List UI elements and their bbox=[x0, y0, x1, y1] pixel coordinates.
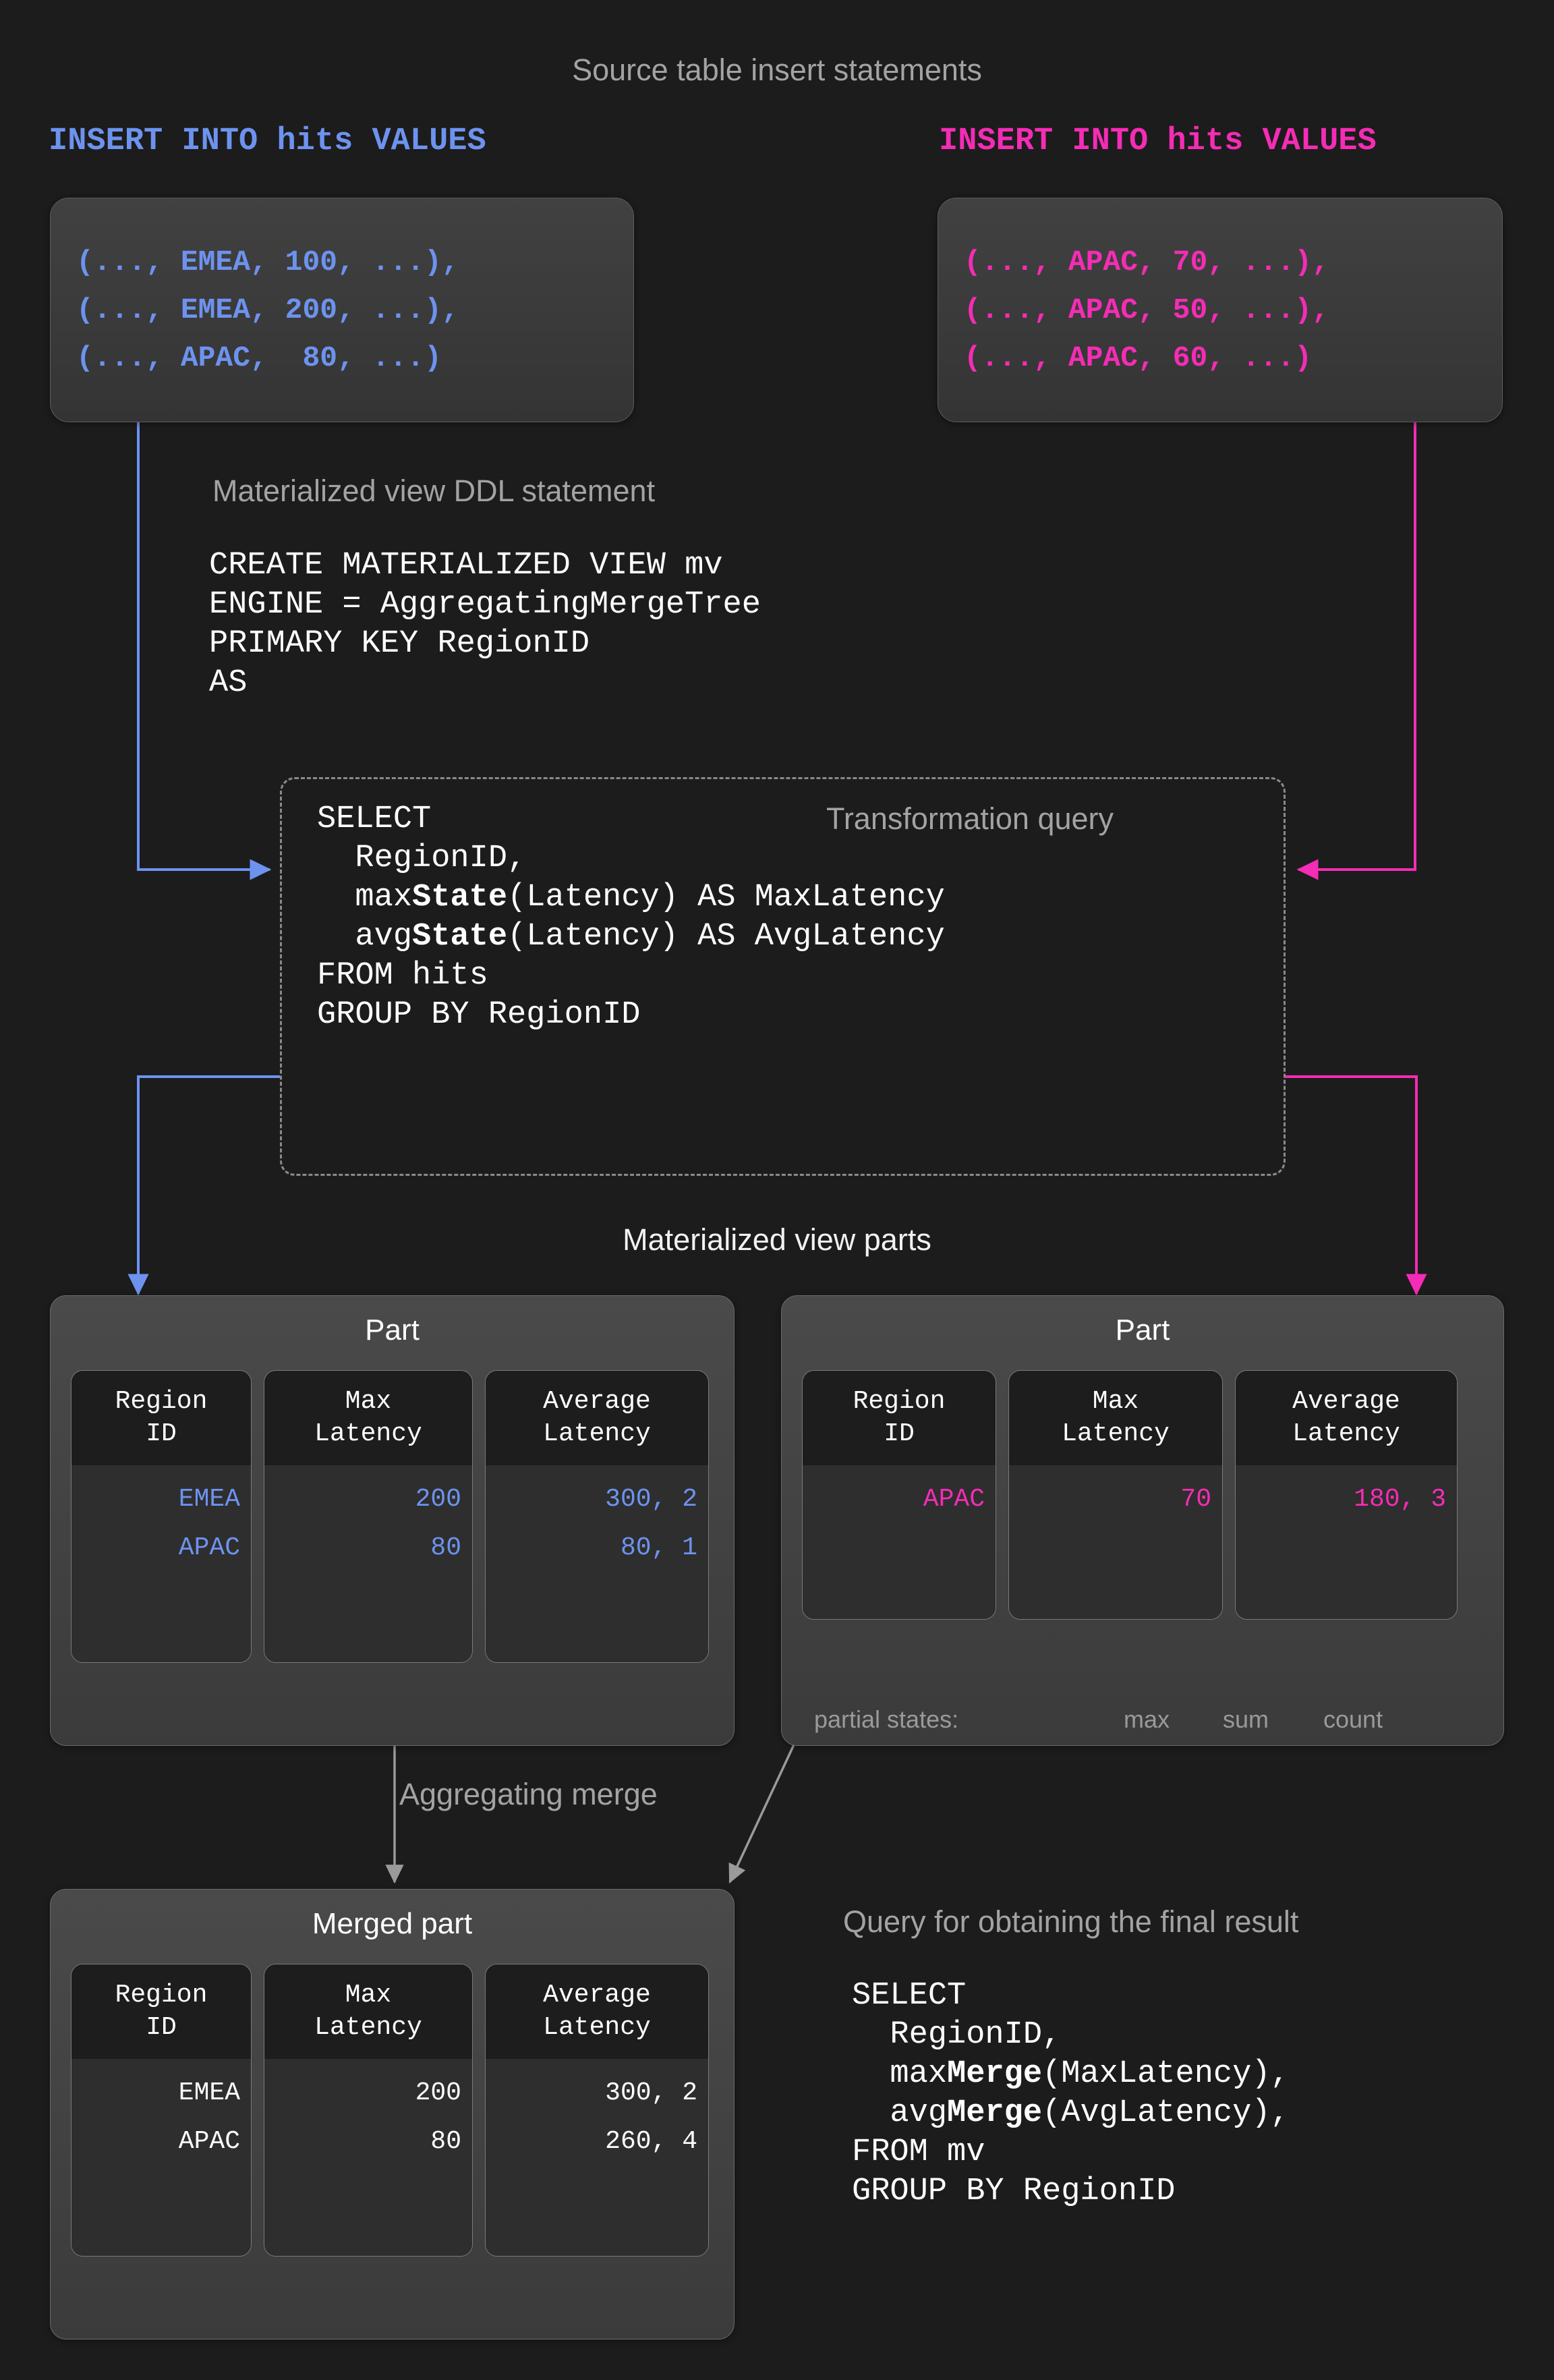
insert-left-card: (..., EMEA, 100, ...), (..., EMEA, 200, … bbox=[50, 198, 634, 422]
final-query-line: avgMerge(AvgLatency), bbox=[852, 2095, 1290, 2131]
query-line: SELECT bbox=[317, 801, 432, 837]
column-body: EMEA APAC bbox=[71, 2059, 251, 2256]
query-line: maxState(Latency) AS MaxLatency bbox=[317, 880, 945, 915]
insert-left-row: (..., EMEA, 200, ...), bbox=[76, 293, 459, 327]
final-query-text: SELECT RegionID, maxMerge(MaxLatency), a… bbox=[852, 1977, 1290, 2211]
merged-part-title: Merged part bbox=[312, 1907, 473, 1940]
column-body: 300, 2 260, 4 bbox=[486, 2059, 708, 2256]
column-header: Max Latency bbox=[264, 1371, 472, 1465]
ddl-block: CREATE MATERIALIZED VIEW mv ENGINE = Agg… bbox=[209, 546, 761, 703]
cell: 80 bbox=[430, 2127, 461, 2156]
cell: 200 bbox=[415, 1485, 461, 1514]
column-header: Max Latency bbox=[1009, 1371, 1222, 1465]
final-query-title: Query for obtaining the final result bbox=[843, 1904, 1299, 1939]
cell: 80, 1 bbox=[620, 1533, 697, 1562]
column-header: Average Latency bbox=[486, 1964, 708, 2059]
part-left-card: Part Region ID EMEA APAC Max Latency 200… bbox=[50, 1295, 735, 1746]
column-header: Region ID bbox=[71, 1371, 251, 1465]
final-query-line: SELECT bbox=[852, 1978, 967, 2014]
column-body: 180, 3 bbox=[1236, 1465, 1457, 1619]
ddl-title: Materialized view DDL statement bbox=[212, 474, 656, 508]
query-line: RegionID, bbox=[317, 841, 527, 876]
insert-right-row: (..., APAC, 60, ...) bbox=[964, 341, 1313, 374]
part-right-card: Part Region ID APAC Max Latency 70 Avera… bbox=[781, 1295, 1504, 1746]
insert-right-header: INSERT INTO hits VALUES bbox=[939, 123, 1377, 159]
final-query-line: maxMerge(MaxLatency), bbox=[852, 2056, 1290, 2092]
column-body: 200 80 bbox=[264, 2059, 472, 2256]
query-line: GROUP BY RegionID bbox=[317, 997, 641, 1033]
query-line: FROM hits bbox=[317, 958, 488, 994]
column-body: APAC bbox=[803, 1465, 996, 1619]
partial-states-count: count bbox=[1323, 1705, 1383, 1733]
ddl-line: ENGINE = AggregatingMergeTree bbox=[209, 587, 761, 623]
partial-states-max: max bbox=[1124, 1705, 1170, 1733]
cell: 70 bbox=[1180, 1485, 1211, 1514]
connector-query-to-part-right bbox=[1286, 1075, 1427, 1296]
column-header: Region ID bbox=[71, 1964, 251, 2059]
column-header: Max Latency bbox=[264, 1964, 472, 2059]
cell: 260, 4 bbox=[605, 2127, 697, 2156]
cell: 200 bbox=[415, 2078, 461, 2107]
cell: 300, 2 bbox=[605, 2078, 697, 2107]
ddl-line: PRIMARY KEY RegionID bbox=[209, 626, 590, 662]
cell: 180, 3 bbox=[1354, 1485, 1446, 1514]
partial-states-sum: sum bbox=[1223, 1705, 1269, 1733]
source-table-title: Source table insert statements bbox=[572, 53, 982, 87]
ddl-line: CREATE MATERIALIZED VIEW mv bbox=[209, 548, 723, 584]
connector-merge-right bbox=[728, 1740, 797, 1883]
cell: 300, 2 bbox=[605, 1485, 697, 1514]
final-query-line: GROUP BY RegionID bbox=[852, 2174, 1176, 2209]
column-header: Average Latency bbox=[486, 1371, 708, 1465]
cell: EMEA bbox=[178, 1485, 240, 1514]
insert-left-row: (..., APAC, 80, ...) bbox=[76, 341, 442, 374]
ddl-line: AS bbox=[209, 665, 248, 701]
column-average-latency: Average Latency 180, 3 bbox=[1235, 1370, 1458, 1620]
cell: APAC bbox=[178, 1533, 240, 1562]
column-region-id: Region ID APAC bbox=[802, 1370, 996, 1620]
final-query-line: RegionID, bbox=[852, 2017, 1062, 2053]
aggregating-merge-label: Aggregating merge bbox=[399, 1777, 658, 1811]
connector-query-to-part-left bbox=[127, 1075, 280, 1296]
column-header: Average Latency bbox=[1236, 1371, 1457, 1465]
insert-left-header: INSERT INTO hits VALUES bbox=[49, 123, 486, 159]
column-average-latency: Average Latency 300, 2 80, 1 bbox=[485, 1370, 709, 1663]
column-max-latency: Max Latency 200 80 bbox=[264, 1964, 473, 2257]
column-header: Region ID bbox=[803, 1371, 996, 1465]
insert-right-card: (..., APAC, 70, ...), (..., APAC, 50, ..… bbox=[938, 198, 1503, 422]
cell: APAC bbox=[178, 2127, 240, 2156]
column-max-latency: Max Latency 70 bbox=[1008, 1370, 1223, 1620]
transformation-query-box bbox=[280, 777, 1286, 1176]
column-body: 70 bbox=[1009, 1465, 1222, 1619]
insert-right-row: (..., APAC, 70, ...), bbox=[964, 246, 1329, 279]
column-body: 200 80 bbox=[264, 1465, 472, 1662]
query-line: avgState(Latency) AS AvgLatency bbox=[317, 919, 945, 955]
connector-insert-right-to-query bbox=[1296, 422, 1416, 880]
column-max-latency: Max Latency 200 80 bbox=[264, 1370, 473, 1663]
column-region-id: Region ID EMEA APAC bbox=[71, 1964, 252, 2257]
transformation-query-text: SELECT RegionID, maxState(Latency) AS Ma… bbox=[317, 800, 945, 1035]
insert-left-row: (..., EMEA, 100, ...), bbox=[76, 246, 459, 279]
column-body: 300, 2 80, 1 bbox=[486, 1465, 708, 1662]
part-right-title: Part bbox=[1115, 1313, 1170, 1347]
transformation-query-title: Transformation query bbox=[826, 801, 1114, 836]
cell: 80 bbox=[430, 1533, 461, 1562]
column-average-latency: Average Latency 300, 2 260, 4 bbox=[485, 1964, 709, 2257]
insert-right-row: (..., APAC, 50, ...), bbox=[964, 293, 1329, 327]
partial-states-label: partial states: bbox=[814, 1705, 959, 1733]
column-region-id: Region ID EMEA APAC bbox=[71, 1370, 252, 1663]
merged-part-card: Merged part Region ID EMEA APAC Max Late… bbox=[50, 1889, 735, 2340]
cell: APAC bbox=[923, 1485, 985, 1514]
mv-parts-title: Materialized view parts bbox=[623, 1222, 931, 1257]
final-query-line: FROM mv bbox=[852, 2134, 985, 2170]
part-left-title: Part bbox=[365, 1313, 420, 1347]
cell: EMEA bbox=[178, 2078, 240, 2107]
column-body: EMEA APAC bbox=[71, 1465, 251, 1662]
